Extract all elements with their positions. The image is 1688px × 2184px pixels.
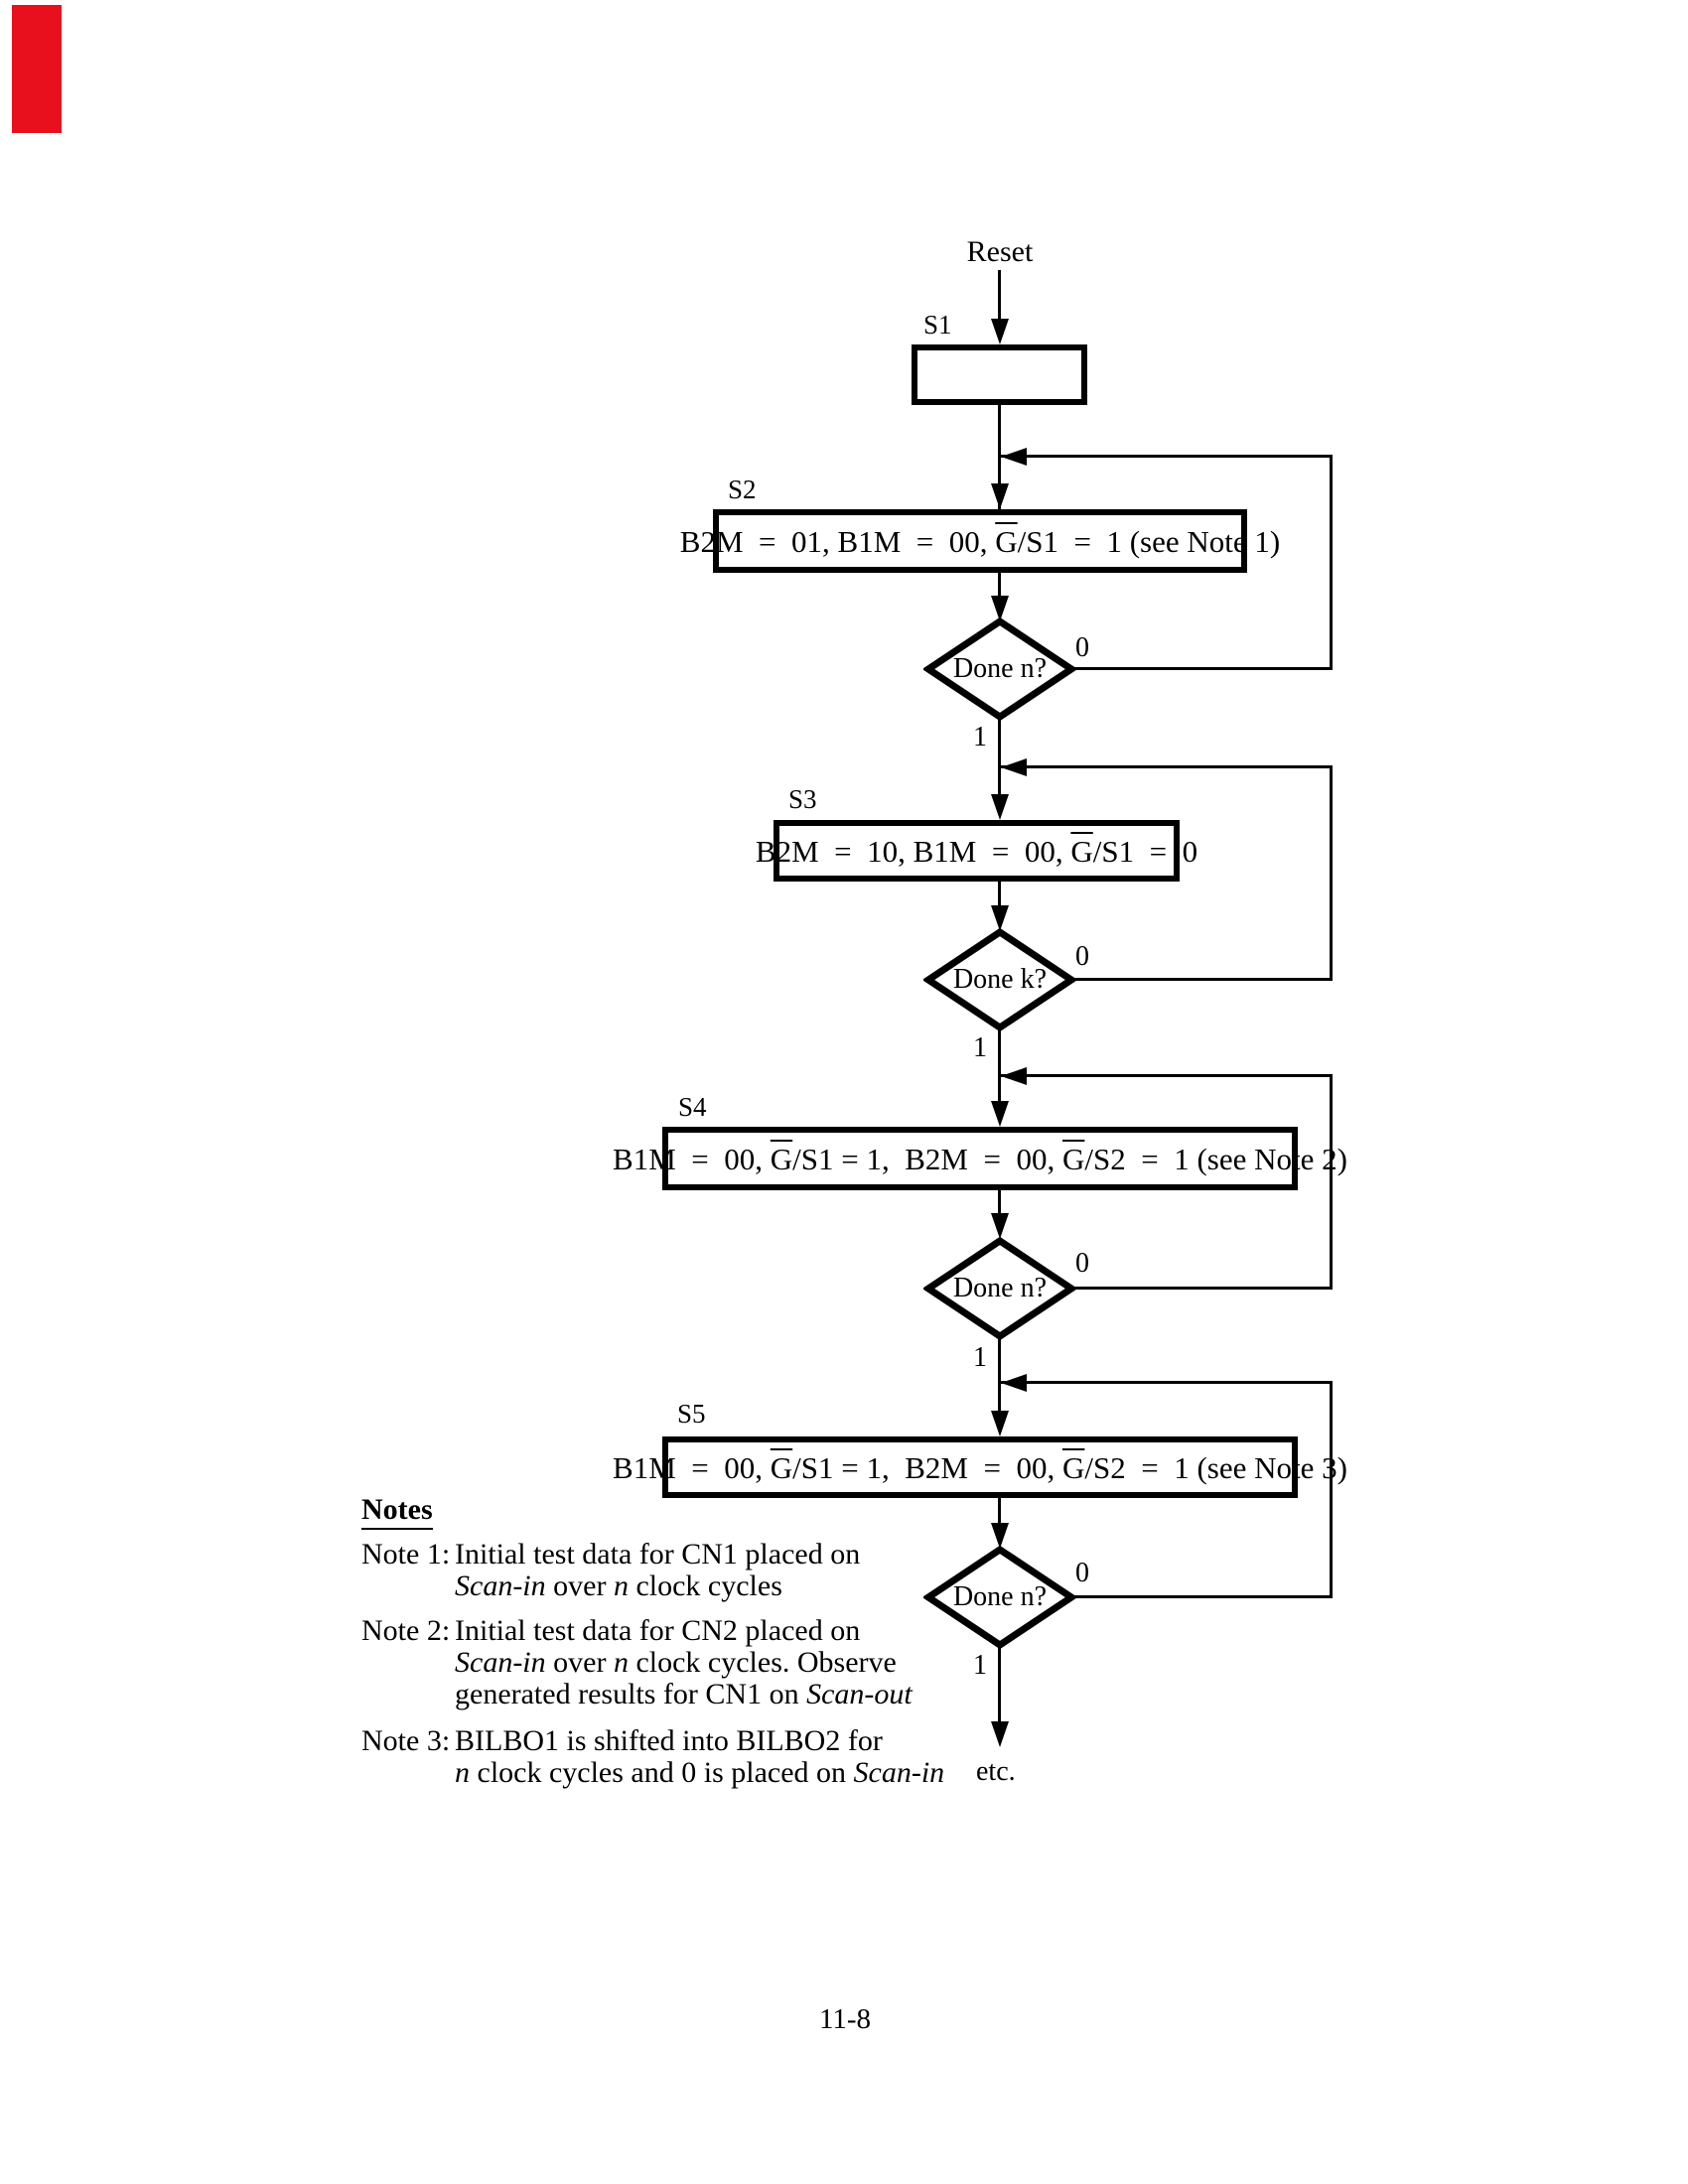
red-marker-bar bbox=[12, 5, 62, 133]
decision-label-2: Done k? bbox=[952, 964, 1048, 995]
state-text-s4: B1M = 00, G/S1 = 1, B2M = 00, G/S2 = 1 (… bbox=[613, 1141, 1347, 1176]
loopback-rail bbox=[1330, 455, 1333, 670]
state-box-s1 bbox=[912, 344, 1087, 405]
state-box-s2: B2M = 01, B1M = 00, G/S1 = 1 (see Note 1… bbox=[680, 509, 1280, 573]
page-number: 11-8 bbox=[818, 2003, 872, 2035]
note-3-label: Note 3: bbox=[361, 1724, 451, 1757]
loopback-rail bbox=[1330, 765, 1333, 981]
state-label-s4: S4 bbox=[678, 1092, 707, 1122]
note-line: Scan-in over n clock cycles bbox=[455, 1570, 782, 1602]
branch-0-line bbox=[1069, 667, 1333, 670]
decision-label-3: Done n? bbox=[952, 1273, 1048, 1303]
note-3-text: BILBO1 is shifted into BILBO2 for n cloc… bbox=[455, 1725, 944, 1789]
etc-label: etc. bbox=[976, 1756, 1016, 1787]
decision-diamond-1 bbox=[923, 616, 1076, 722]
connector-line bbox=[998, 405, 1001, 512]
connector-line bbox=[998, 270, 1001, 322]
arrowhead-down-icon bbox=[991, 596, 1009, 621]
loopback-line bbox=[1001, 765, 1333, 768]
state-label-s5: S5 bbox=[677, 1399, 706, 1429]
branch-0-line bbox=[1067, 978, 1333, 981]
arrowhead-down-icon bbox=[991, 905, 1009, 931]
state-label-s3: S3 bbox=[788, 784, 817, 814]
branch-0-line bbox=[1069, 1287, 1333, 1290]
arrowhead-down-icon bbox=[991, 1101, 1009, 1127]
connector-line bbox=[998, 1337, 1001, 1415]
note-line: Initial test data for CN2 placed on bbox=[455, 1614, 861, 1647]
connector-line bbox=[998, 717, 1001, 798]
decision-label-4: Done n? bbox=[952, 1581, 1048, 1612]
note-2-label: Note 2: bbox=[361, 1614, 451, 1647]
connector-line bbox=[998, 1645, 1001, 1724]
connector-line bbox=[998, 1027, 1001, 1105]
branch-0-line bbox=[1069, 1595, 1333, 1598]
branch-0-label: 0 bbox=[1075, 941, 1089, 972]
arrowhead-down-icon bbox=[991, 1411, 1009, 1436]
loopback-line bbox=[1001, 455, 1333, 458]
note-line: Initial test data for CN1 placed on bbox=[455, 1538, 861, 1570]
note-line: BILBO1 is shifted into BILBO2 for bbox=[455, 1724, 883, 1757]
connector-line bbox=[998, 1190, 1001, 1218]
state-box-s5: B1M = 00, G/S1 = 1, B2M = 00, G/S2 = 1 (… bbox=[613, 1436, 1347, 1498]
branch-1-label: 1 bbox=[973, 1032, 987, 1063]
branch-1-label: 1 bbox=[973, 1342, 987, 1373]
connector-line bbox=[998, 1498, 1001, 1526]
state-text-s5: B1M = 00, G/S1 = 1, B2M = 00, G/S2 = 1 (… bbox=[613, 1449, 1347, 1485]
note-1-text: Initial test data for CN1 placed on Scan… bbox=[455, 1539, 860, 1602]
note-line: n clock cycles and 0 is placed on Scan-i… bbox=[455, 1756, 945, 1789]
arrowhead-left-icon bbox=[1001, 758, 1027, 776]
decision-diamond-4 bbox=[923, 1545, 1076, 1650]
state-label-s1: S1 bbox=[923, 310, 952, 340]
branch-1-label: 1 bbox=[973, 722, 987, 752]
arrowhead-down-icon bbox=[991, 1213, 1009, 1239]
decision-label-1: Done n? bbox=[952, 653, 1048, 684]
branch-1-label: 1 bbox=[973, 1650, 987, 1681]
arrowhead-down-icon bbox=[991, 1523, 1009, 1549]
note-2-text: Initial test data for CN2 placed on Scan… bbox=[455, 1615, 913, 1710]
loopback-line bbox=[1001, 1381, 1333, 1384]
branch-0-label: 0 bbox=[1075, 1248, 1089, 1279]
decision-diamond-2 bbox=[923, 927, 1076, 1032]
connector-line bbox=[998, 882, 1001, 909]
state-box-s3: B2M = 10, B1M = 00, G/S1 = 0 bbox=[756, 820, 1197, 882]
note-line: generated results for CN1 on Scan-out bbox=[455, 1678, 913, 1710]
loopback-rail bbox=[1330, 1074, 1333, 1290]
state-box-s4: B1M = 00, G/S1 = 1, B2M = 00, G/S2 = 1 (… bbox=[613, 1127, 1347, 1190]
branch-0-label: 0 bbox=[1075, 1558, 1089, 1588]
arrowhead-down-icon bbox=[991, 483, 1009, 509]
note-line: Scan-in over n clock cycles. Observe bbox=[455, 1646, 897, 1679]
state-text-s3: B2M = 10, B1M = 00, G/S1 = 0 bbox=[755, 833, 1198, 869]
notes-heading: Notes bbox=[361, 1495, 433, 1530]
arrowhead-down-icon bbox=[991, 1721, 1009, 1747]
reset-label: Reset bbox=[966, 235, 1034, 268]
state-label-s2: S2 bbox=[728, 475, 757, 504]
branch-0-label: 0 bbox=[1075, 632, 1089, 663]
arrowhead-down-icon bbox=[991, 794, 1009, 820]
arrowhead-left-icon bbox=[1001, 1374, 1027, 1392]
loopback-line bbox=[1001, 1074, 1333, 1077]
decision-diamond-3 bbox=[923, 1236, 1076, 1341]
arrowhead-left-icon bbox=[1001, 448, 1027, 466]
note-1-label: Note 1: bbox=[361, 1538, 451, 1570]
connector-line bbox=[998, 573, 1001, 601]
arrowhead-left-icon bbox=[1001, 1067, 1027, 1085]
state-text-s2: B2M = 01, B1M = 00, G/S1 = 1 (see Note 1… bbox=[679, 523, 1281, 559]
arrowhead-down-icon bbox=[991, 319, 1009, 344]
loopback-rail bbox=[1330, 1381, 1333, 1598]
